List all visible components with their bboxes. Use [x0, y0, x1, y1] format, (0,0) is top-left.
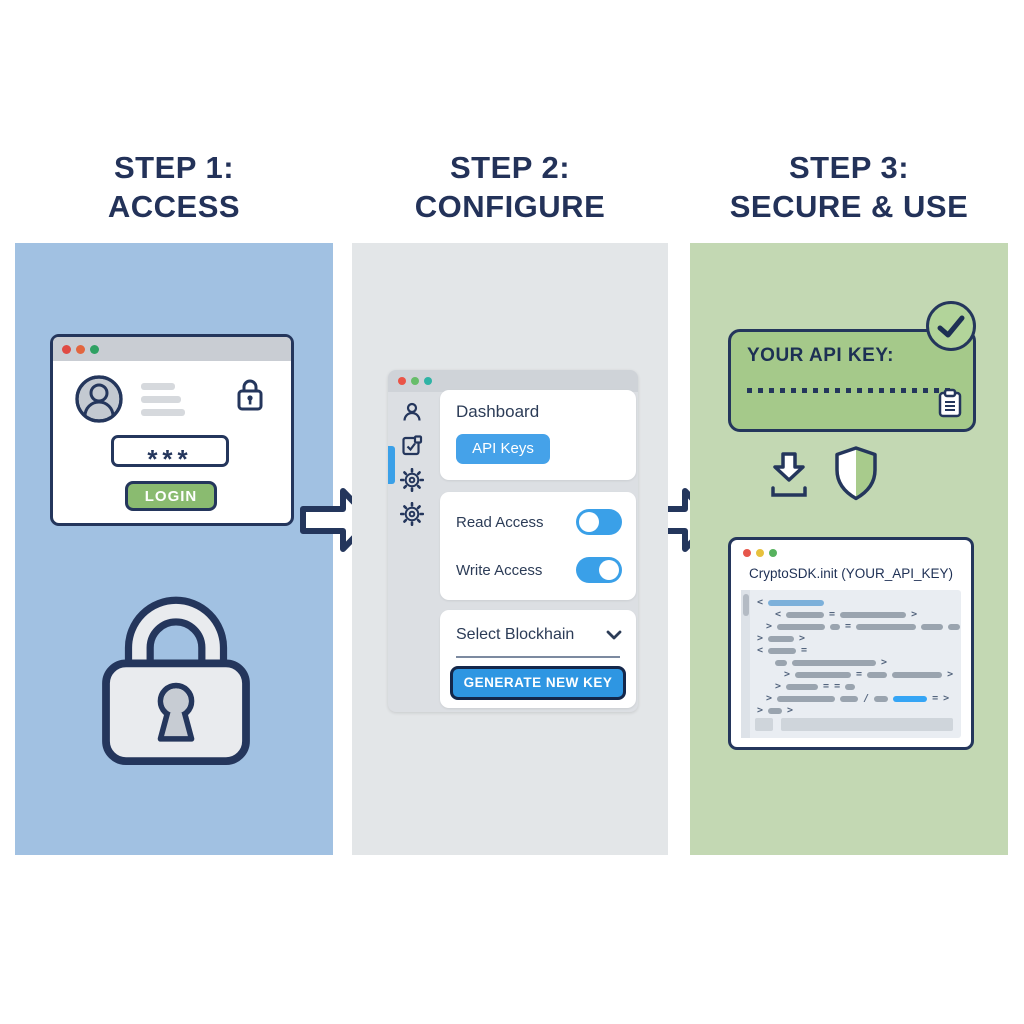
generate-card: Select Blockhain GENERATE NEW KEY: [440, 610, 636, 708]
window-dot-yellow: [756, 549, 764, 557]
window-dot-red: [743, 549, 751, 557]
api-keys-button[interactable]: API Keys: [456, 434, 550, 464]
checkmark-badge: [926, 301, 976, 351]
code-window-title: CryptoSDK.init (YOUR_API_KEY): [748, 566, 954, 581]
step2-panel: Dashboard API Keys Read Access Write Acc…: [352, 243, 668, 855]
scrollbar-thumb[interactable]: [742, 594, 749, 616]
avatar: [75, 375, 123, 423]
read-access-label: Read Access: [456, 513, 544, 531]
window-dot-green: [411, 377, 419, 385]
clipboard-icon[interactable]: [937, 388, 963, 423]
step1-title-line2: ACCESS: [107, 189, 241, 224]
read-access-toggle[interactable]: [576, 509, 622, 535]
window-dot-teal: [424, 377, 432, 385]
login-window: *** LOGIN: [50, 334, 294, 526]
login-window-titlebar: [53, 337, 291, 361]
step1-title-line1: STEP 1:: [113, 150, 235, 185]
dashboard-window-titlebar: [388, 370, 638, 392]
toggle-knob: [579, 512, 599, 532]
window-dot-red: [62, 344, 71, 354]
lock-icon: [235, 375, 265, 418]
access-card: Read Access Write Access: [440, 492, 636, 600]
checkmark-icon: [937, 315, 964, 337]
text-placeholder-line: [141, 383, 175, 390]
code-area: <<=>>=>><=>>=>>==>/=>>>: [741, 590, 961, 738]
toggle-knob: [599, 560, 619, 580]
blockchain-select[interactable]: Select Blockhain: [456, 622, 622, 648]
write-access-label: Write Access: [456, 561, 543, 579]
shield-icon: [831, 444, 881, 507]
sidebar-item-settings[interactable]: [399, 467, 425, 493]
sidebar-item-user[interactable]: [400, 400, 424, 424]
code-window-titlebar: [743, 549, 777, 557]
step1-panel: *** LOGIN: [15, 243, 333, 855]
sidebar-item-settings-alt[interactable]: [399, 501, 425, 527]
api-key-masked-value: [747, 388, 953, 393]
password-input[interactable]: ***: [111, 435, 229, 472]
step3-title-line2: SECURE & USE: [729, 189, 969, 224]
padlock-icon: [97, 570, 255, 775]
step2-title: STEP 2: CONFIGURE: [352, 148, 668, 226]
window-dot-green: [90, 344, 99, 354]
generate-new-key-button[interactable]: GENERATE NEW KEY: [450, 666, 626, 700]
code-window: CryptoSDK.init (YOUR_API_KEY) <<=>>=>><=…: [728, 537, 974, 750]
window-dot-red: [398, 377, 406, 385]
sidebar-item-api-keys[interactable]: [400, 434, 424, 458]
dashboard-label: Dashboard: [456, 402, 540, 421]
code-footer-square: [755, 718, 773, 731]
write-access-row: Write Access: [456, 556, 622, 584]
step3-title-line1: STEP 3:: [788, 150, 910, 185]
dashboard-window: Dashboard API Keys Read Access Write Acc…: [388, 370, 638, 712]
chevron-down-icon: [606, 630, 622, 640]
select-underline: [456, 656, 620, 658]
blockchain-select-label: Select Blockhain: [456, 626, 575, 643]
api-key-label: YOUR API KEY:: [747, 345, 894, 366]
read-access-row: Read Access: [456, 508, 622, 536]
active-nav-indicator: [388, 446, 395, 484]
download-icon: [766, 450, 812, 505]
code-scrollbar[interactable]: [741, 590, 750, 738]
login-button[interactable]: LOGIN: [125, 481, 217, 511]
window-dot-green: [769, 549, 777, 557]
dashboard-card: Dashboard API Keys: [440, 390, 636, 480]
window-dot-orange: [76, 344, 85, 354]
text-placeholder-line: [141, 409, 185, 416]
step2-title-line1: STEP 2:: [449, 150, 571, 185]
step2-title-line2: CONFIGURE: [414, 189, 606, 224]
code-footer-bar: [781, 718, 953, 731]
api-key-box: YOUR API KEY:: [728, 329, 976, 432]
text-placeholder-line: [141, 396, 181, 403]
step3-panel: YOUR API KEY:: [690, 243, 1008, 855]
step3-title: STEP 3: SECURE & USE: [690, 148, 1008, 226]
code-lines: <<=>>=>><=>>=>>==>/=>>>: [757, 597, 961, 717]
step1-title: STEP 1: ACCESS: [15, 148, 333, 226]
write-access-toggle[interactable]: [576, 557, 622, 583]
